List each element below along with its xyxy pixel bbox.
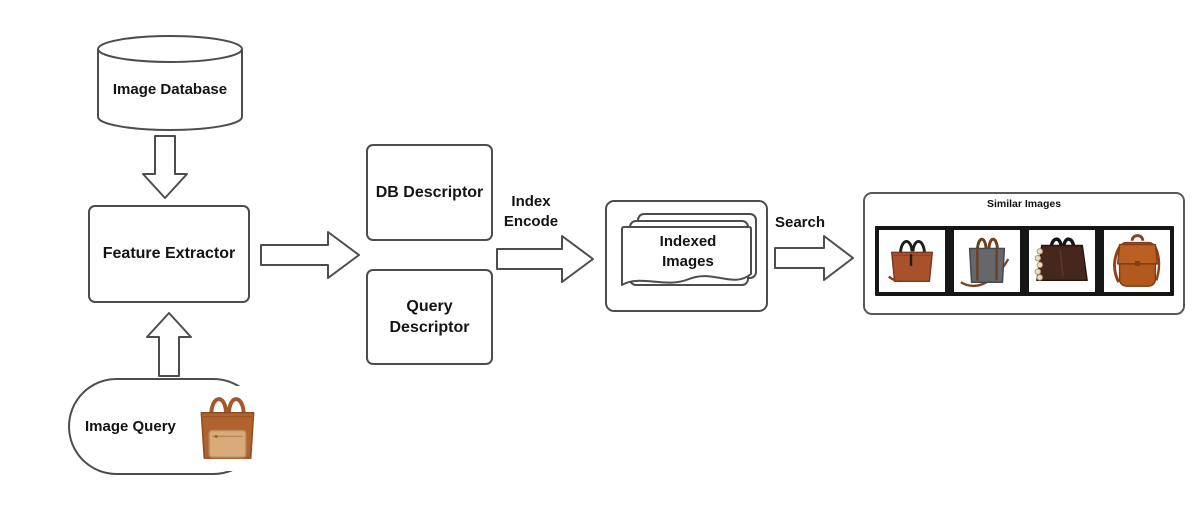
search-label: Search bbox=[774, 214, 826, 231]
query-descriptor-label: Query Descriptor bbox=[389, 298, 470, 336]
search-arrow-icon bbox=[774, 235, 854, 281]
result-tile bbox=[954, 230, 1020, 292]
result-tile bbox=[1029, 230, 1095, 292]
query-descriptor-node: Query Descriptor bbox=[366, 269, 493, 365]
result-image-strip bbox=[875, 226, 1174, 296]
result-tile bbox=[879, 230, 945, 292]
db-descriptor-node: DB Descriptor bbox=[366, 144, 493, 241]
result-tile bbox=[1104, 230, 1170, 292]
query-bag-image bbox=[192, 386, 262, 471]
result-bag-backpack-image bbox=[1113, 234, 1161, 287]
database-cylinder-icon bbox=[97, 35, 243, 131]
image-query-node: Image Query bbox=[68, 378, 262, 475]
image-database-label: Image Database bbox=[112, 81, 228, 98]
arrow-down-icon bbox=[142, 135, 188, 199]
db-descriptor-label: DB Descriptor bbox=[375, 183, 484, 201]
index-encode-arrow-icon bbox=[496, 235, 594, 283]
image-query-label: Image Query bbox=[85, 418, 176, 435]
feature-extractor-label: Feature Extractor bbox=[102, 245, 236, 262]
index-encode-label: Index Encode bbox=[503, 193, 559, 230]
arrow-up-icon bbox=[146, 312, 192, 377]
indexed-images-label: Indexed Images bbox=[659, 233, 717, 270]
result-bag-dark-satchel-image bbox=[1034, 237, 1088, 282]
stacked-pages-icon bbox=[621, 213, 757, 286]
feature-extractor-node: Feature Extractor bbox=[88, 205, 250, 303]
indexed-images-node: Indexed Images bbox=[605, 200, 768, 312]
result-bag-cognac-tote-image bbox=[887, 239, 934, 283]
similar-images-title: Similar Images bbox=[986, 198, 1062, 210]
similar-images-panel: Similar Images bbox=[863, 192, 1185, 315]
arrow-right-icon bbox=[260, 231, 360, 279]
result-bag-gray-canvas-tote-image bbox=[960, 237, 1010, 287]
